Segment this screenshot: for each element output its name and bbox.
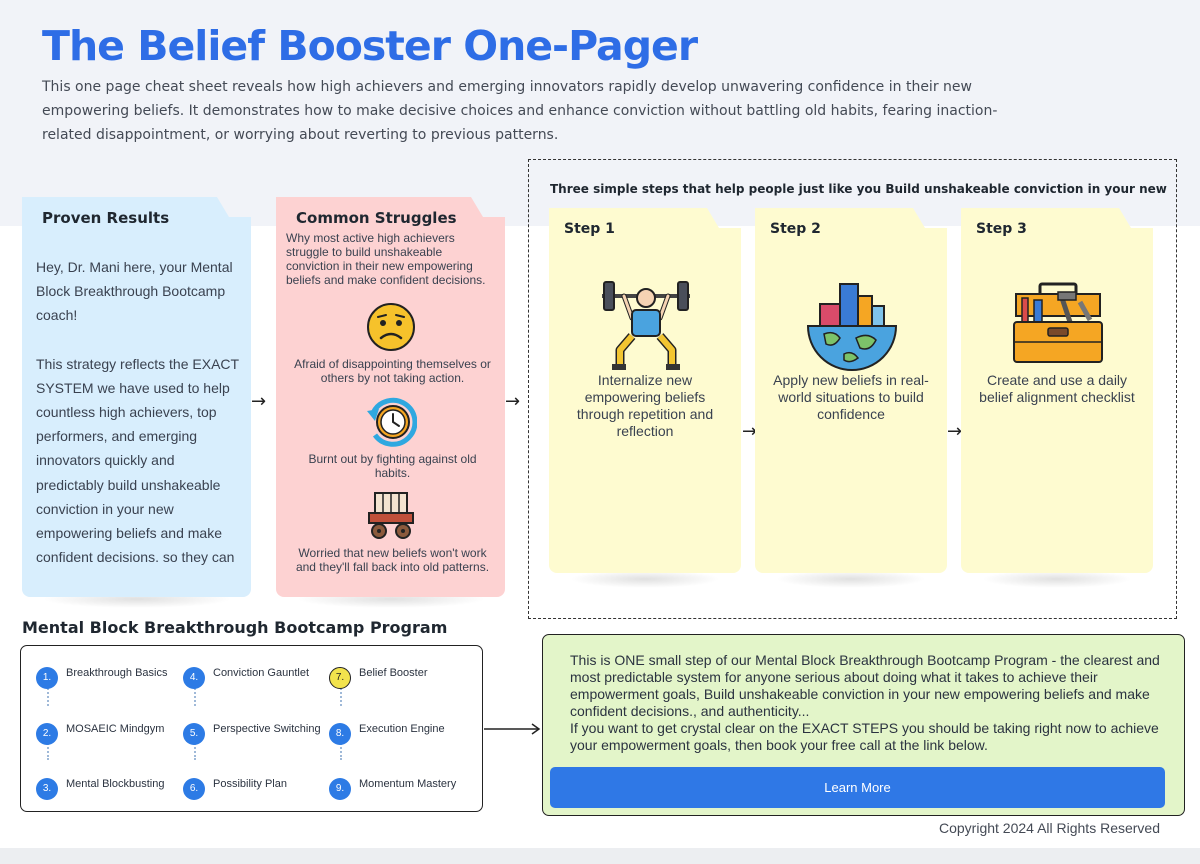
program-item-number: 7. xyxy=(329,667,351,689)
connector-dots xyxy=(47,684,49,706)
connector-dots xyxy=(340,740,342,760)
step-title: Step 2 xyxy=(770,221,821,237)
program-list: 1. Breakthrough Basics 2. MOSAEIC Mindgy… xyxy=(20,645,483,812)
step-card-1: Step 1 Internalize new empowering belief… xyxy=(549,208,741,573)
step-card-2: Step 2 Apply new beliefs in real-world s… xyxy=(755,208,947,573)
connector-dots xyxy=(47,740,49,760)
connector-dots xyxy=(340,684,342,706)
program-item-number: 5. xyxy=(183,723,205,745)
arrow-right-icon: → xyxy=(505,391,521,412)
program-item-label: Conviction Gauntlet xyxy=(213,667,309,679)
weightlifter-icon xyxy=(598,278,694,374)
step-description: Create and use a daily belief alignment … xyxy=(979,372,1135,405)
footer-band xyxy=(0,848,1200,864)
program-item: 1. Breakthrough Basics xyxy=(36,661,181,701)
cta-call-paragraph: If you want to get crystal clear on the … xyxy=(570,720,1159,753)
program-item: 5. Perspective Switching xyxy=(183,717,328,757)
program-item-label: Momentum Mastery xyxy=(359,778,457,790)
step-card-3: Step 3 Create and use a daily belief ali… xyxy=(961,208,1153,573)
sad-face-icon xyxy=(365,301,417,353)
program-item-number: 1. xyxy=(36,667,58,689)
proven-results-card: Proven Results Hey, Dr. Mani here, your … xyxy=(22,197,251,597)
arrow-right-icon: → xyxy=(947,421,963,442)
program-item: 2. MOSAEIC Mindgym xyxy=(36,717,181,757)
program-item-label: Belief Booster xyxy=(359,667,428,679)
struggle-item-text: Burnt out by fighting against old habits… xyxy=(308,452,477,480)
header-band xyxy=(0,0,1200,226)
arrow-right-icon: → xyxy=(251,391,267,412)
program-item-number: 3. xyxy=(36,778,58,800)
step3-shadow xyxy=(982,570,1132,588)
globe-city-icon xyxy=(804,278,900,374)
program-item-number: 2. xyxy=(36,723,58,745)
intro-text: This one page cheat sheet reveals how hi… xyxy=(42,79,998,143)
cta-box: This is ONE small step of our Mental Blo… xyxy=(542,634,1185,816)
program-title: Mental Block Breakthrough Bootcamp Progr… xyxy=(22,618,448,637)
program-item: 4. Conviction Gauntlet xyxy=(183,661,328,701)
program-item-label: Breakthrough Basics xyxy=(66,667,168,679)
steps-heading: Three simple steps that help people just… xyxy=(550,182,1167,196)
program-item-label: Mental Blockbusting xyxy=(66,778,165,790)
common-struggles-card: Common Struggles Why most active high ac… xyxy=(276,197,505,597)
program-item-label: Perspective Switching xyxy=(213,723,321,735)
struggle-item-text: Worried that new beliefs won't work and … xyxy=(295,546,490,574)
step-title: Step 1 xyxy=(564,221,615,237)
clock-icon xyxy=(365,395,417,447)
connector-dots xyxy=(194,740,196,760)
common-struggles-title: Common Struggles xyxy=(296,209,457,227)
program-item: 6. Possibility Plan xyxy=(183,772,328,812)
copyright-text: Copyright 2024 All Rights Reserved xyxy=(939,820,1161,836)
step-description: Apply new beliefs in real-world situatio… xyxy=(773,372,929,422)
arrow-right-icon xyxy=(484,723,541,735)
proven-system-paragraph: This strategy reflects the EXACT SYSTEM … xyxy=(36,355,239,566)
program-item-number: 8. xyxy=(329,723,351,745)
program-item-number: 9. xyxy=(329,778,351,800)
connector-dots xyxy=(194,684,196,706)
cta-program-paragraph: This is ONE small step of our Mental Blo… xyxy=(570,652,1160,719)
steps-container xyxy=(528,159,1177,619)
cta-text: This is ONE small step of our Mental Blo… xyxy=(570,652,1160,754)
toolbox-icon xyxy=(1010,278,1106,374)
step1-shadow xyxy=(570,570,720,588)
program-item-label: Execution Engine xyxy=(359,723,445,735)
step-description: Internalize new empowering beliefs throu… xyxy=(576,372,714,439)
common-struggles-subtitle: Why most active high achievers struggle … xyxy=(286,231,486,287)
program-item-active: 7. Belief Booster xyxy=(329,661,474,701)
program-item: 8. Execution Engine xyxy=(329,717,474,757)
program-item-number: 4. xyxy=(183,667,205,689)
proven-intro-paragraph: Hey, Dr. Mani here, your Mental Block Br… xyxy=(36,259,233,324)
cart-icon xyxy=(365,489,417,541)
program-item: 9. Momentum Mastery xyxy=(329,772,474,812)
program-item-label: MOSAEIC Mindgym xyxy=(66,723,165,735)
arrow-right-icon: → xyxy=(742,421,758,442)
step-title: Step 3 xyxy=(976,221,1027,237)
learn-more-button[interactable]: Learn More xyxy=(550,767,1165,808)
proven-results-body: Hey, Dr. Mani here, your Mental Block Br… xyxy=(36,255,246,569)
struggle-item-text: Afraid of disappointing themselves or ot… xyxy=(294,357,491,385)
program-item-number: 6. xyxy=(183,778,205,800)
program-item-label: Possibility Plan xyxy=(213,778,287,790)
step2-shadow xyxy=(776,570,926,588)
proven-results-title: Proven Results xyxy=(42,209,170,227)
page-title: The Belief Booster One-Pager xyxy=(42,22,698,70)
program-item: 3. Mental Blockbusting xyxy=(36,772,181,812)
